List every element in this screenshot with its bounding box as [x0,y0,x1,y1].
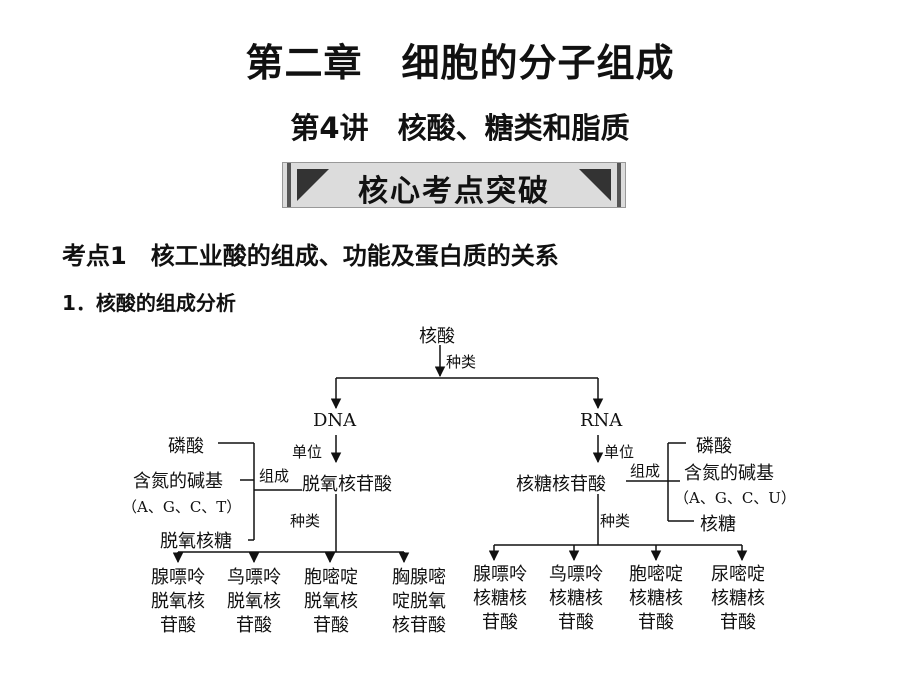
lecture-title: 第4讲 核酸、糖类和脂质 [290,111,630,145]
rna-leaf-uracil: 尿嘧啶核糖核苷酸 [711,564,765,633]
dna-component-base-list: （A、G、C、T） [122,498,242,516]
rna-kind-edge-label: 种类 [600,512,631,530]
rna-unit-edge-label: 单位 [604,443,635,461]
dna-component-phosphate: 磷酸 [168,436,204,457]
rna-node: RNA [580,410,623,431]
section-heading: 考点1 核工业酸的组成、功能及蛋白质的关系 [62,242,559,270]
rna-leaf-adenine: 腺嘌呤核糖核苷酸 [473,564,527,633]
dna-unit-node: 脱氧核苷酸 [302,474,392,495]
rna-compose-edge-label: 组成 [630,462,661,480]
dna-kind-edge-label: 种类 [290,512,321,530]
banner-right-bar [617,163,621,207]
dna-leaf-thymine: 胸腺嘧啶脱氧核苷酸 [392,567,446,636]
chapter-title: 第二章 细胞的分子组成 [245,41,675,85]
dna-component-sugar: 脱氧核糖 [160,531,232,552]
section-banner: 核心考点突破 [282,162,626,209]
dna-node: DNA [313,410,357,431]
subsection-heading: 1．核酸的组成分析 [62,291,236,315]
dna-unit-edge-label: 单位 [292,443,323,461]
rna-leaf-guanine: 鸟嘌呤核糖核苷酸 [549,564,603,633]
dna-compose-edge-label: 组成 [259,467,290,485]
banner-left-triangle-icon [297,169,329,201]
dna-leaf-guanine: 鸟嘌呤脱氧核苷酸 [227,567,281,636]
rna-component-sugar: 核糖 [700,514,736,535]
banner-left-bar [287,163,291,207]
rna-component-base-list: （A、G、C、U） [674,489,796,507]
rna-component-phosphate: 磷酸 [696,436,732,457]
banner-right-triangle-icon [579,169,611,201]
rna-unit-node: 核糖核苷酸 [516,474,606,495]
dna-component-base: 含氮的碱基 [133,471,223,492]
rna-leaf-cytosine: 胞嘧啶核糖核苷酸 [629,564,683,633]
dna-leaf-adenine: 腺嘌呤脱氧核苷酸 [151,567,205,636]
root-node-nucleic-acid: 核酸 [419,326,455,347]
dna-leaf-cytosine: 胞嘧啶脱氧核苷酸 [304,567,358,636]
rna-component-base: 含氮的碱基 [684,463,774,484]
banner-label: 核心考点突破 [358,174,550,209]
root-edge-label: 种类 [446,353,477,371]
